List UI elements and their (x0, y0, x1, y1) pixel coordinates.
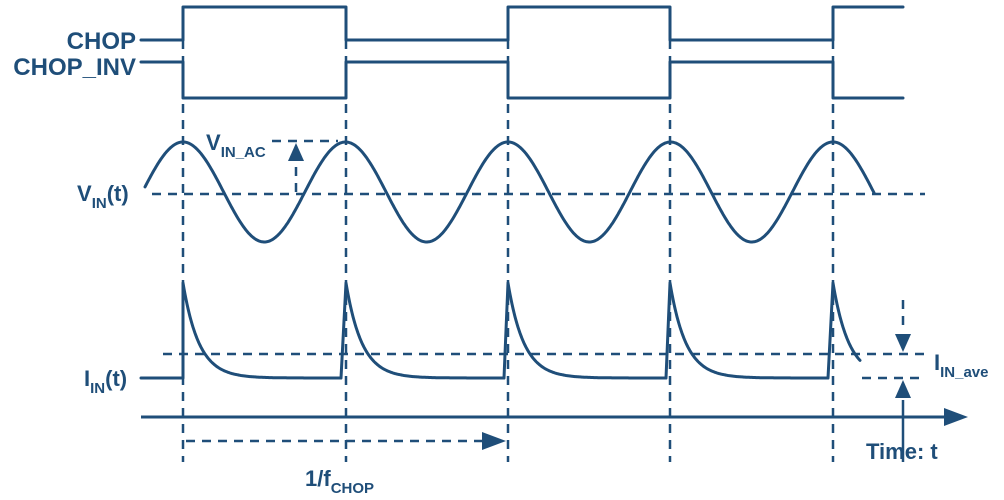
period-label-subscript: CHOP (331, 480, 374, 497)
vin-label-subscript: IN (92, 195, 107, 212)
iin-ave-label-main: I (934, 350, 940, 375)
iin-label: IIN(t) (84, 366, 127, 397)
iin-ave-indicator-arrows (895, 300, 911, 462)
iin-ave-arrow-top-head (895, 334, 911, 352)
chop-inv-label: CHOP_INV (13, 54, 136, 81)
time-axis (141, 408, 968, 426)
period-markers (181, 40, 835, 462)
iin-label-subscript: IN (90, 380, 105, 397)
iin-label-tail: (t) (105, 366, 127, 391)
vin-ac-label: VIN_AC (206, 130, 266, 161)
time-axis-arrow-head (944, 408, 968, 426)
period-label-main: 1/f (305, 466, 331, 491)
vin-label: VIN(t) (77, 181, 129, 212)
vin-ac-arrow-head (288, 143, 304, 161)
iin-ave-label: IIN_ave (934, 350, 989, 381)
vin-ac-label-main: V (206, 130, 221, 155)
iin-ave-arrow-bottom-head (895, 380, 911, 398)
period-label: 1/fCHOP (305, 466, 374, 497)
vin-label-main: V (77, 181, 92, 206)
period-arrow-head (482, 432, 506, 450)
chop-inv-waveform (139, 60, 905, 100)
chop-waveform (139, 5, 905, 42)
vin-ac-label-subscript: IN_AC (221, 144, 266, 161)
iin-label-main: I (84, 366, 90, 391)
vin-ac-amplitude-arrow (288, 143, 304, 192)
period-arrow (186, 432, 506, 450)
iin-current-waveform (139, 281, 862, 380)
time-axis-label: Time: t (866, 439, 938, 464)
vin-label-tail: (t) (107, 181, 129, 206)
vin-sine-waveform (143, 140, 876, 244)
iin-ave-label-subscript: IN_ave (940, 364, 988, 381)
chop-label: CHOP (67, 28, 136, 55)
